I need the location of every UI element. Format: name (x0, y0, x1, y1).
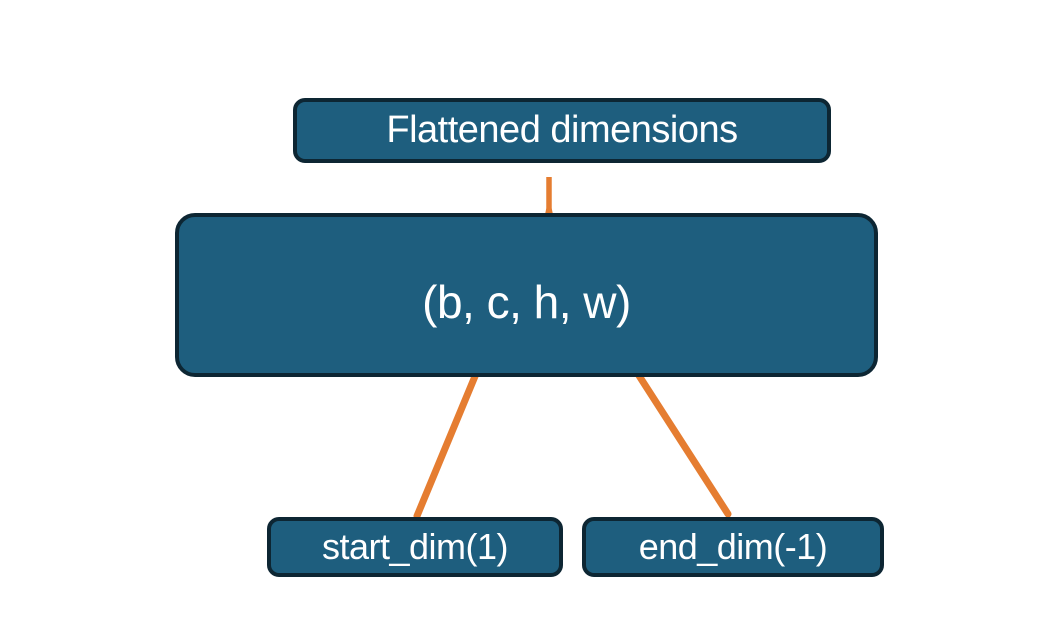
end-dim-arrow-line (623, 353, 732, 518)
node-flattened-dimensions: Flattened dimensions (293, 98, 831, 163)
node-end-dim: end_dim(-1) (582, 517, 884, 577)
node-start-dim: start_dim(1) (267, 517, 563, 577)
node-tensor-shape: (b, c, h, w) (175, 213, 878, 377)
start-dim-arrow-line (413, 353, 487, 520)
